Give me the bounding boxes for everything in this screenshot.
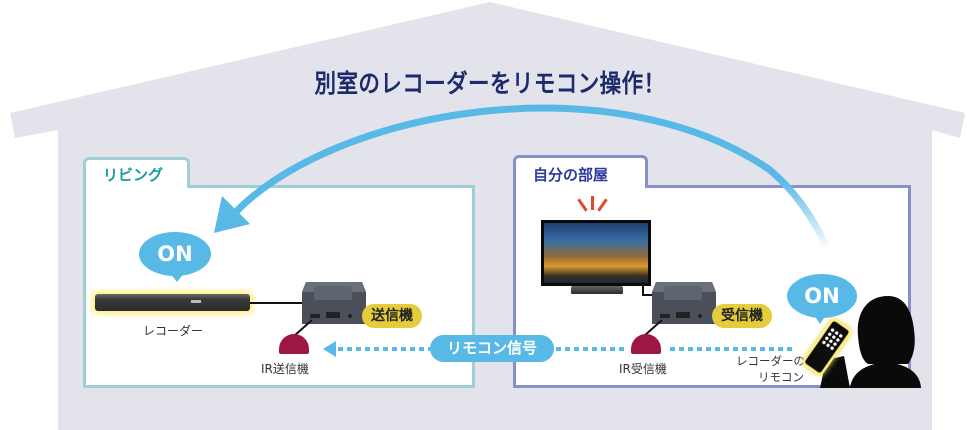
arc-fade-tail [767,167,830,248]
ir-transmitter-label: IR送信機 [261,362,309,376]
tv-cable [642,282,656,296]
on-label: ON [804,284,840,308]
signal-dotted-line-right [670,347,796,351]
living-room-body [83,185,475,388]
on-label: ON [157,242,193,266]
recorder-cable [250,302,304,304]
living-on-bubble: ON [139,232,211,276]
person-silhouette [802,296,921,388]
myroom-on-bubble: ON [787,274,857,318]
remote-label-line2: リモコン [758,370,804,384]
ir-receiver-dome [631,334,661,354]
receiver-tag: 受信機 [712,304,772,328]
transmitter-tag: 送信機 [362,304,422,328]
headline: 別室のレコーダーをリモコン操作！ [314,69,666,98]
signal-dotted-line-left [338,347,430,351]
receiver-device [652,282,716,324]
transmitter-tag-label: 送信機 [371,308,413,324]
signal-dotted-line-mid [556,347,626,351]
person-head [857,296,915,364]
receiver-tag-label: 受信機 [721,308,763,324]
arrow-head-icon [214,196,250,233]
tv-alert-icon [572,196,612,214]
bubble-tail [814,315,826,324]
recorder-device [95,294,250,311]
remote-label-line1: レコーダーの [736,354,805,368]
arc-line [228,104,774,220]
tab-join [86,183,187,189]
signal-arrow-head-icon [323,341,336,357]
signal-label: リモコン信号 [446,339,537,357]
tab-join [516,183,645,189]
receiver-cable [643,319,663,337]
recorder-label: レコーダー [143,324,204,338]
transmitter-device [302,282,366,324]
living-room-label: リビング [103,166,164,184]
signal-label-pill: リモコン信号 [430,335,554,362]
tv-screen [541,220,651,286]
ir-transmitter-dome [279,334,309,354]
transmitter-cable [293,319,313,337]
tv-stand [571,286,623,294]
my-room-label: 自分の部屋 [533,166,609,184]
ir-receiver-label: IR受信機 [619,362,667,376]
remote-control-icon [802,318,852,376]
recorder-logo [191,300,201,303]
bubble-tail [170,273,184,282]
person-body [850,362,921,388]
